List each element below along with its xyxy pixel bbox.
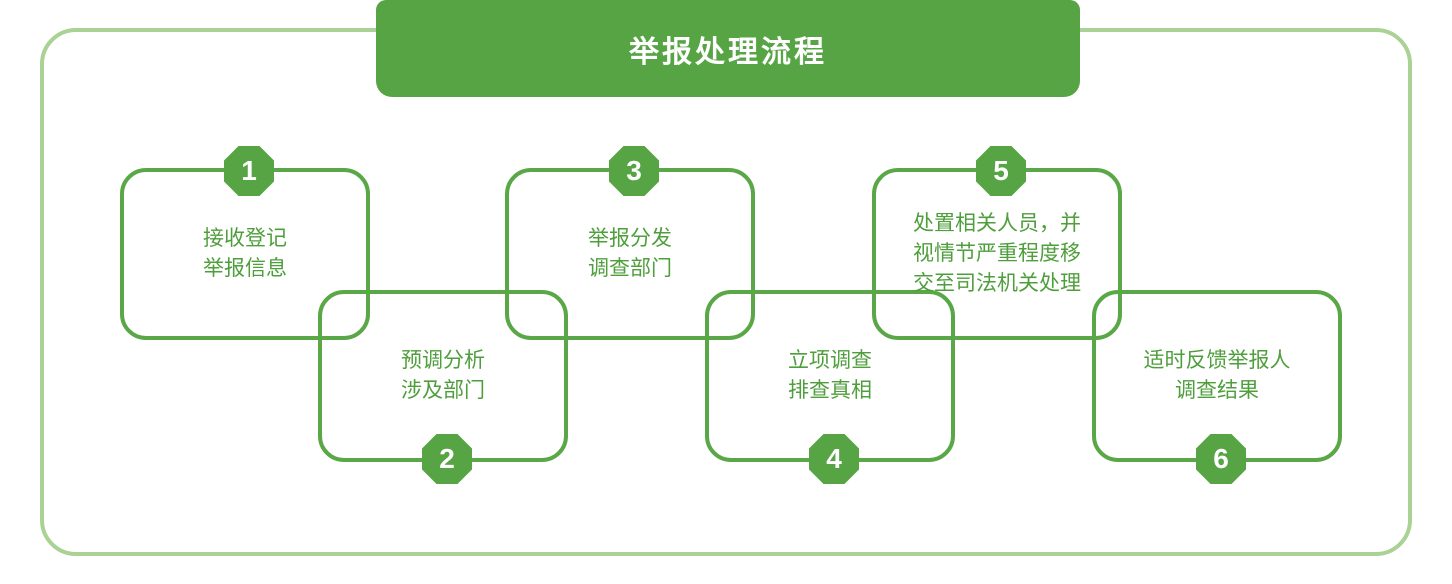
step-number-badge-6: 6 bbox=[1196, 434, 1246, 484]
step-label-line: 排查真相 bbox=[788, 379, 872, 402]
step-label-line: 调查部门 bbox=[588, 257, 672, 280]
step-number: 1 bbox=[241, 155, 257, 186]
step-label: 适时反馈举报人 调查结果 bbox=[1132, 346, 1303, 406]
step-number: 3 bbox=[626, 155, 642, 186]
step-label-line: 立项调查 bbox=[788, 349, 872, 372]
step-box-5: 5 处置相关人员，并 视情节严重程度移 交至司法机关处理 bbox=[872, 146, 1122, 340]
step-number: 2 bbox=[439, 443, 455, 474]
step-label: 立项调查 排查真相 bbox=[776, 346, 884, 406]
step-number: 6 bbox=[1213, 443, 1229, 474]
step-label: 预调分析 涉及部门 bbox=[389, 346, 497, 406]
step-label: 处置相关人员，并 视情节严重程度移 交至司法机关处理 bbox=[901, 209, 1093, 299]
step-label-line: 涉及部门 bbox=[401, 379, 485, 402]
step-label-line: 举报分发 bbox=[588, 227, 672, 250]
step-number-badge-2: 2 bbox=[422, 434, 472, 484]
step-number-badge-4: 4 bbox=[809, 434, 859, 484]
step-label-line: 预调分析 bbox=[401, 349, 485, 372]
title-banner: 举报处理流程 bbox=[376, 0, 1080, 97]
step-label-line: 调查结果 bbox=[1175, 379, 1259, 402]
step-label-line: 处置相关人员，并 bbox=[913, 212, 1081, 235]
step-label-line: 举报信息 bbox=[203, 257, 287, 280]
step-label-line: 视情节严重程度移 bbox=[913, 242, 1081, 265]
step-label-line: 接收登记 bbox=[203, 227, 287, 250]
step-box-3: 3 举报分发 调查部门 bbox=[505, 146, 755, 340]
step-label-line: 交至司法机关处理 bbox=[913, 272, 1081, 295]
step-box-2: 2 预调分析 涉及部门 bbox=[318, 290, 568, 484]
step-label: 接收登记 举报信息 bbox=[191, 224, 299, 284]
step-label: 举报分发 调查部门 bbox=[576, 224, 684, 284]
step-number-badge-1: 1 bbox=[224, 146, 274, 196]
step-box-6: 6 适时反馈举报人 调查结果 bbox=[1092, 290, 1342, 484]
step-number-badge-3: 3 bbox=[609, 146, 659, 196]
step-number: 4 bbox=[826, 443, 842, 474]
step-box-1: 1 接收登记 举报信息 bbox=[120, 146, 370, 340]
page-title: 举报处理流程 bbox=[629, 35, 827, 69]
step-number-badge-5: 5 bbox=[976, 146, 1026, 196]
step-box-4: 4 立项调查 排查真相 bbox=[705, 290, 955, 484]
step-label-line: 适时反馈举报人 bbox=[1143, 349, 1291, 372]
step-number: 5 bbox=[993, 155, 1009, 186]
